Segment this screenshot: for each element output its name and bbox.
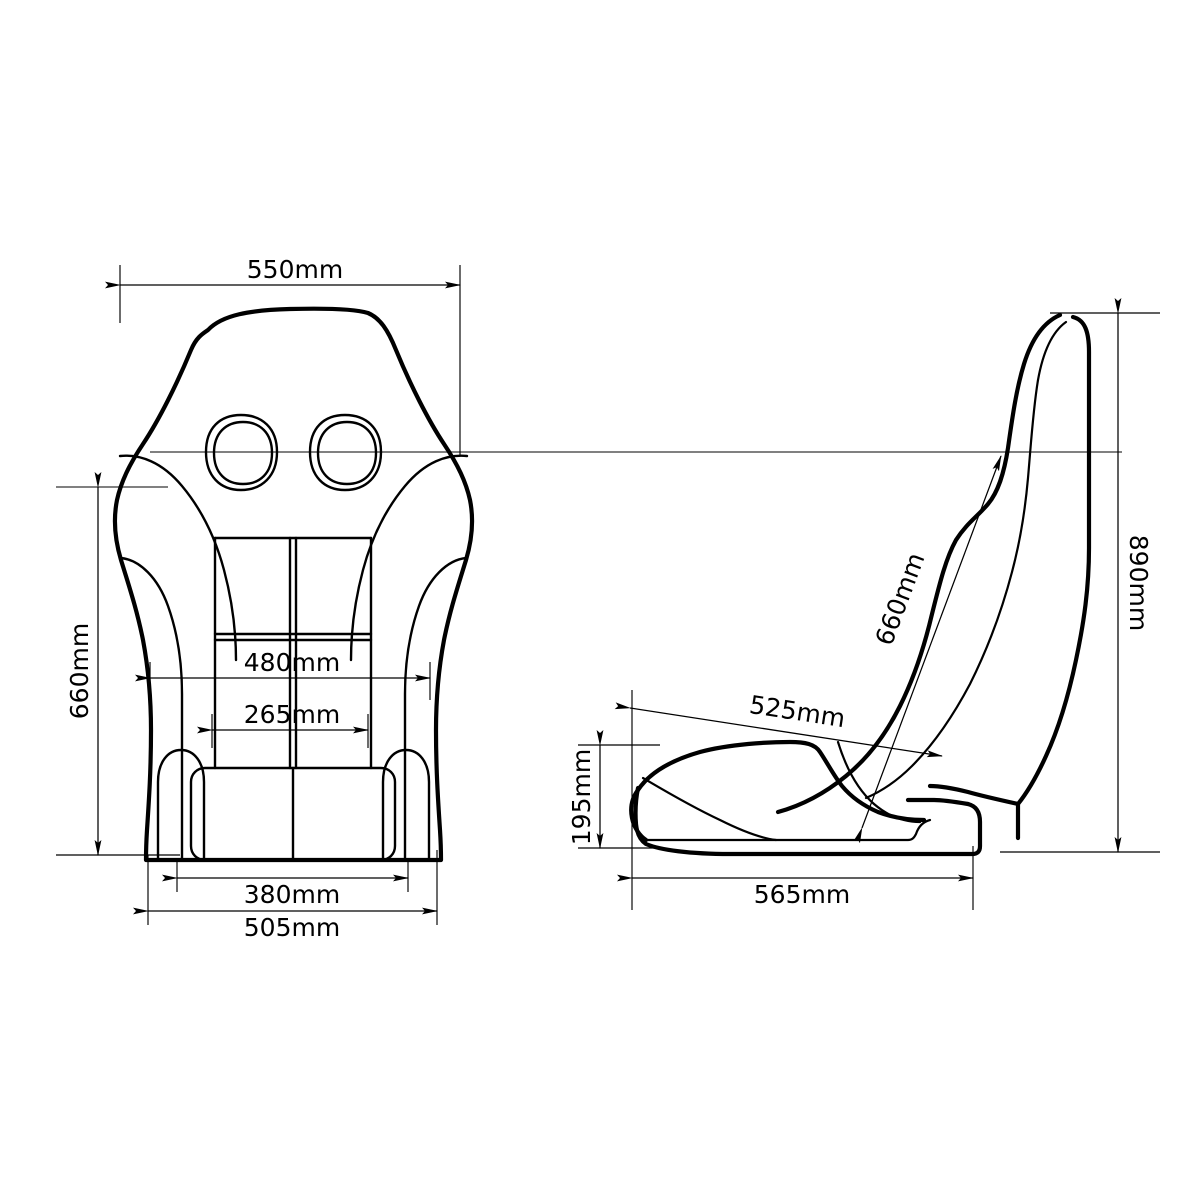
front-left-seat-bolster-pad	[156, 748, 206, 862]
dimension-side-overall-depth: 565mm	[617, 690, 974, 910]
dimension-label-550mm: 550mm	[247, 255, 343, 284]
front-left-harness-hole-outer	[204, 413, 279, 492]
dimension-front-cushion-width: 380mm	[162, 858, 409, 909]
dimension-front-overall-width: 550mm	[105, 255, 461, 455]
dimension-label-660mm-front: 660mm	[65, 623, 94, 719]
dimension-label-565mm: 565mm	[754, 880, 850, 909]
dimension-label-890mm: 890mm	[1124, 535, 1153, 631]
front-right-shoulder-bolster	[349, 454, 469, 662]
front-right-harness-hole-outer	[308, 413, 383, 492]
dimension-label-505mm: 505mm	[244, 913, 340, 942]
front-seat-cushion	[189, 766, 397, 862]
dimension-label-480mm: 480mm	[244, 648, 340, 677]
dimension-front-backrest-height: 660mm	[56, 472, 180, 856]
dimension-label-195mm: 195mm	[567, 749, 596, 845]
dimension-label-265mm: 265mm	[244, 700, 340, 729]
view-alignment-reference-line	[56, 451, 1122, 488]
dimension-side-overall-height: 890mm	[1000, 298, 1160, 853]
dimension-side-cushion-height: 195mm	[567, 730, 660, 849]
side-backrest-rear-contour	[1015, 314, 1092, 841]
front-right-harness-hole-inner	[316, 420, 378, 486]
dimension-label-380mm: 380mm	[244, 880, 340, 909]
front-left-harness-hole-inner	[212, 420, 274, 486]
dimension-front-shoulder-width: 480mm	[135, 648, 431, 700]
dimension-front-waist-width: 265mm	[197, 700, 369, 748]
front-view-outline	[112, 306, 475, 863]
front-left-shoulder-bolster	[118, 454, 238, 662]
side-cushion-seam-diagonal	[641, 776, 778, 842]
dimension-front-base-width: 505mm	[133, 850, 438, 942]
